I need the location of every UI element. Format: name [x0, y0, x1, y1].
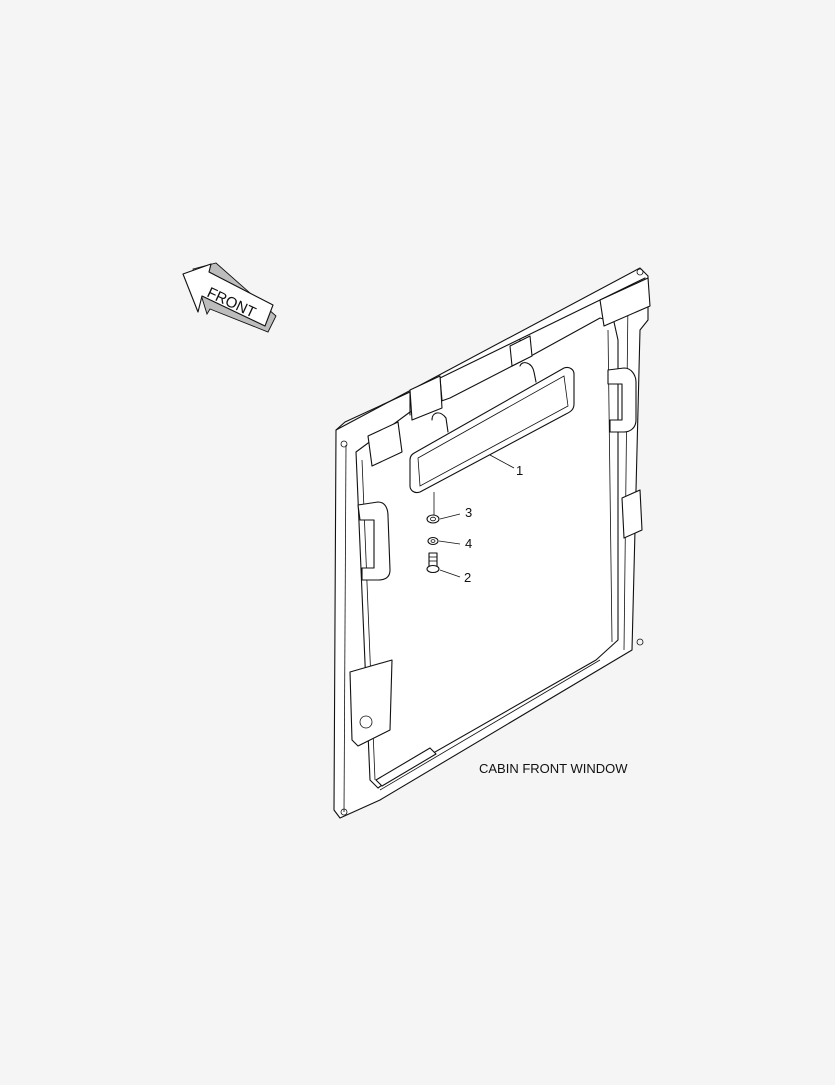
callout-1: 1: [516, 463, 523, 478]
mirror-part-1: 1: [409, 362, 575, 515]
callout-3: 3: [465, 505, 472, 520]
window-frame: [333, 267, 651, 819]
front-arrow-icon: FRONT: [182, 262, 277, 333]
callout-2: 2: [464, 570, 471, 585]
callout-4: 4: [465, 536, 472, 551]
nut-part-3: 3: [426, 505, 472, 524]
diagram-title: CABIN FRONT WINDOW: [479, 761, 628, 776]
bolt-part-2: 2: [426, 552, 471, 585]
washer-part-4: 4: [427, 536, 472, 551]
